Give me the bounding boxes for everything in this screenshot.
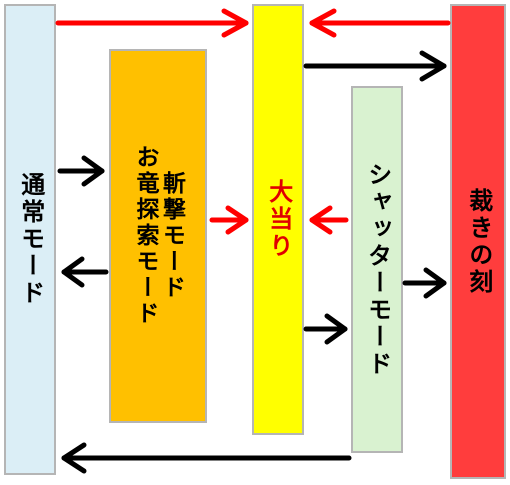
slash-mode-label: 斬撃モード — [158, 171, 185, 301]
arrow-shutter-to-normal — [61, 442, 352, 474]
arrow-jackpot-to-judgment — [303, 50, 447, 82]
normal-mode-box: 通常モード — [4, 4, 56, 475]
arrow-explore-to-jackpot — [209, 205, 249, 235]
jackpot-box: 大当り — [252, 4, 304, 435]
arrow-jackpot-to-shutter — [303, 313, 348, 345]
arrow-shutter-to-jackpot — [309, 205, 349, 235]
normal-mode-label: 通常モード — [16, 172, 45, 307]
judgment-label: 裁きの刻 — [464, 187, 493, 296]
explore-mode-box: お竜探索モード 斬撃モード — [109, 49, 207, 423]
jackpot-label: 大当り — [264, 179, 293, 260]
judgment-box: 裁きの刻 — [450, 4, 506, 479]
shutter-mode-label: シャッターモード — [363, 161, 392, 378]
arrow-shutter-to-judgment — [402, 267, 447, 299]
arrow-normal-to-explore — [57, 155, 105, 187]
explore-mode-label: お竜探索モード — [132, 145, 158, 327]
arrow-explore-to-normal — [61, 256, 109, 288]
arrow-normal-to-jackpot — [55, 8, 249, 38]
arrow-judgment-to-jackpot — [309, 8, 451, 38]
shutter-mode-box: シャッターモード — [351, 86, 403, 453]
